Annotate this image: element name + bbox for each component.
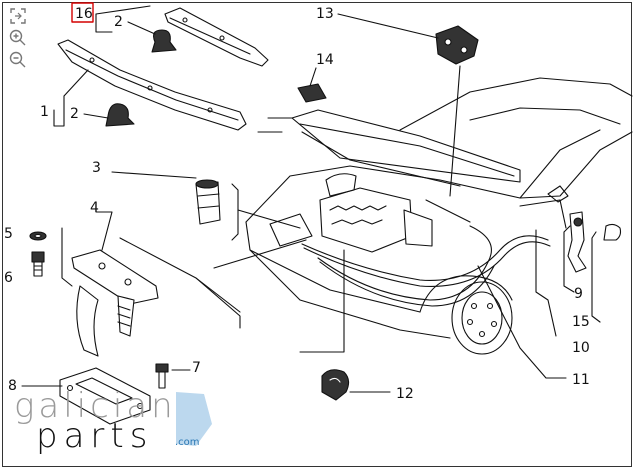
watermark-bottom: parts [36,416,154,456]
callout-9[interactable]: 9 [574,286,583,302]
part-1-gasket[interactable] [57,39,247,131]
part-9-cable-bracket[interactable] [567,211,587,273]
part-5-washer[interactable] [29,231,47,241]
hood-link-lines [257,117,293,133]
leader-13 [337,13,439,39]
leader-10 [535,229,557,337]
leader-14 [309,67,317,87]
leader-16 [95,13,113,33]
leader-12b [299,249,345,353]
part-14-hood-buffer[interactable] [297,83,327,103]
leader-11 [477,265,567,379]
callout-16[interactable]: 16 [75,6,93,22]
part-3-bump-stop[interactable] [195,179,221,225]
zoom-out-icon[interactable] [8,50,28,70]
leader-4b [61,227,73,287]
leader-16b [95,5,151,15]
callout-4[interactable]: 4 [90,200,99,216]
zoom-in-icon[interactable] [8,28,28,48]
callout-14[interactable]: 14 [316,52,334,68]
leader-1 [53,95,65,127]
watermark-top: galician [14,386,177,426]
part-15-grommet[interactable] [603,223,622,241]
diagram-frame [2,2,632,467]
part-12-cable-clip[interactable] [321,369,350,401]
callout-16-highlight [71,2,94,23]
callout-3[interactable]: 3 [92,160,101,176]
callout-2-top[interactable]: 2 [114,14,123,30]
leader-4c [119,237,241,329]
leader-2-top [127,21,156,35]
callout-7[interactable]: 7 [192,360,201,376]
part-10-release-cable[interactable] [301,235,551,287]
leader-cable-end [195,239,307,313]
leader-13b [449,65,461,197]
part-2-clip-lower[interactable] [105,103,135,127]
callout-13[interactable]: 13 [316,6,334,22]
callout-15[interactable]: 15 [572,314,590,330]
leader-15 [591,231,601,323]
callout-11[interactable]: 11 [572,372,590,388]
callout-10[interactable]: 10 [572,340,590,356]
leader-4 [95,211,113,251]
part-7-screw[interactable] [155,363,169,389]
zoom-toolbar [8,6,30,72]
part-11-release-cable[interactable] [317,199,495,307]
leader-1b [63,69,89,97]
callout-5[interactable]: 5 [4,226,13,242]
part-4-hood-latch[interactable] [71,249,159,357]
callout-8[interactable]: 8 [8,378,17,394]
callout-2-lower[interactable]: 2 [70,106,79,122]
fit-to-screen-icon[interactable] [8,6,28,26]
vehicle-body [245,77,633,355]
part-13-latch-striker[interactable] [435,25,479,65]
part-16-hood-seal[interactable] [164,7,269,67]
callout-6[interactable]: 6 [4,270,13,286]
callout-12[interactable]: 12 [396,386,414,402]
leader-9 [563,225,575,293]
leader-3 [111,171,197,179]
part-2-clip-top[interactable] [151,29,177,53]
watermark-suffix: .com [175,437,200,448]
part-6-bolt[interactable] [31,251,45,277]
leader-3b [231,183,239,241]
leader-3c [237,209,301,229]
part-8-latch-bracket[interactable] [59,367,151,425]
watermark-accent-shape [176,392,212,446]
leader-2-lower [83,113,109,119]
callout-1[interactable]: 1 [40,104,49,120]
